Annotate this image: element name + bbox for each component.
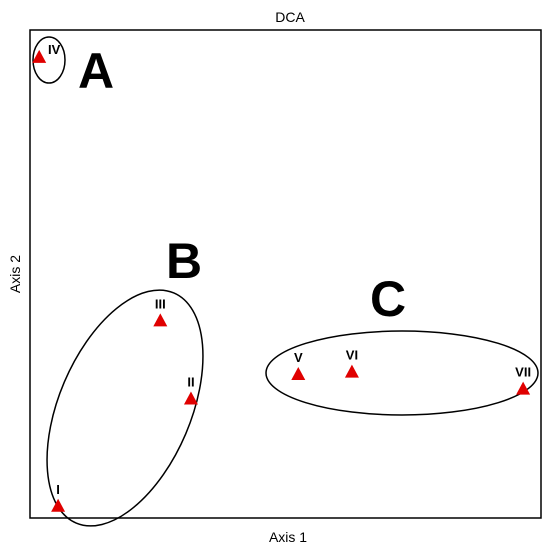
point-label-iv: IV [48,42,61,57]
point-marker-v [291,367,306,381]
plot-frame [29,29,542,519]
point-marker-i [51,498,66,512]
point-marker-ii [183,391,198,405]
group-label-c: C [370,271,406,327]
point-marker-vii [516,381,531,395]
point-label-i: I [56,482,60,497]
point-label-vii: VII [515,365,531,380]
group-b-ellipse [46,289,204,527]
y-axis-label: Axis 2 [7,255,23,293]
point-marker-vi [344,364,359,378]
point-label-v: V [294,350,303,365]
point-marker-iv [32,49,47,63]
group-c-ellipse [265,330,539,416]
point-marker-iii [153,313,168,327]
point-label-iii: III [155,296,166,311]
group-a-ellipse [32,36,66,84]
group-label-b: B [166,233,202,289]
group-label-a: A [78,43,114,99]
point-label-ii: II [187,374,194,389]
chart-title: DCA [275,9,305,25]
point-label-vi: VI [346,348,358,363]
x-axis-label: Axis 1 [269,529,307,545]
